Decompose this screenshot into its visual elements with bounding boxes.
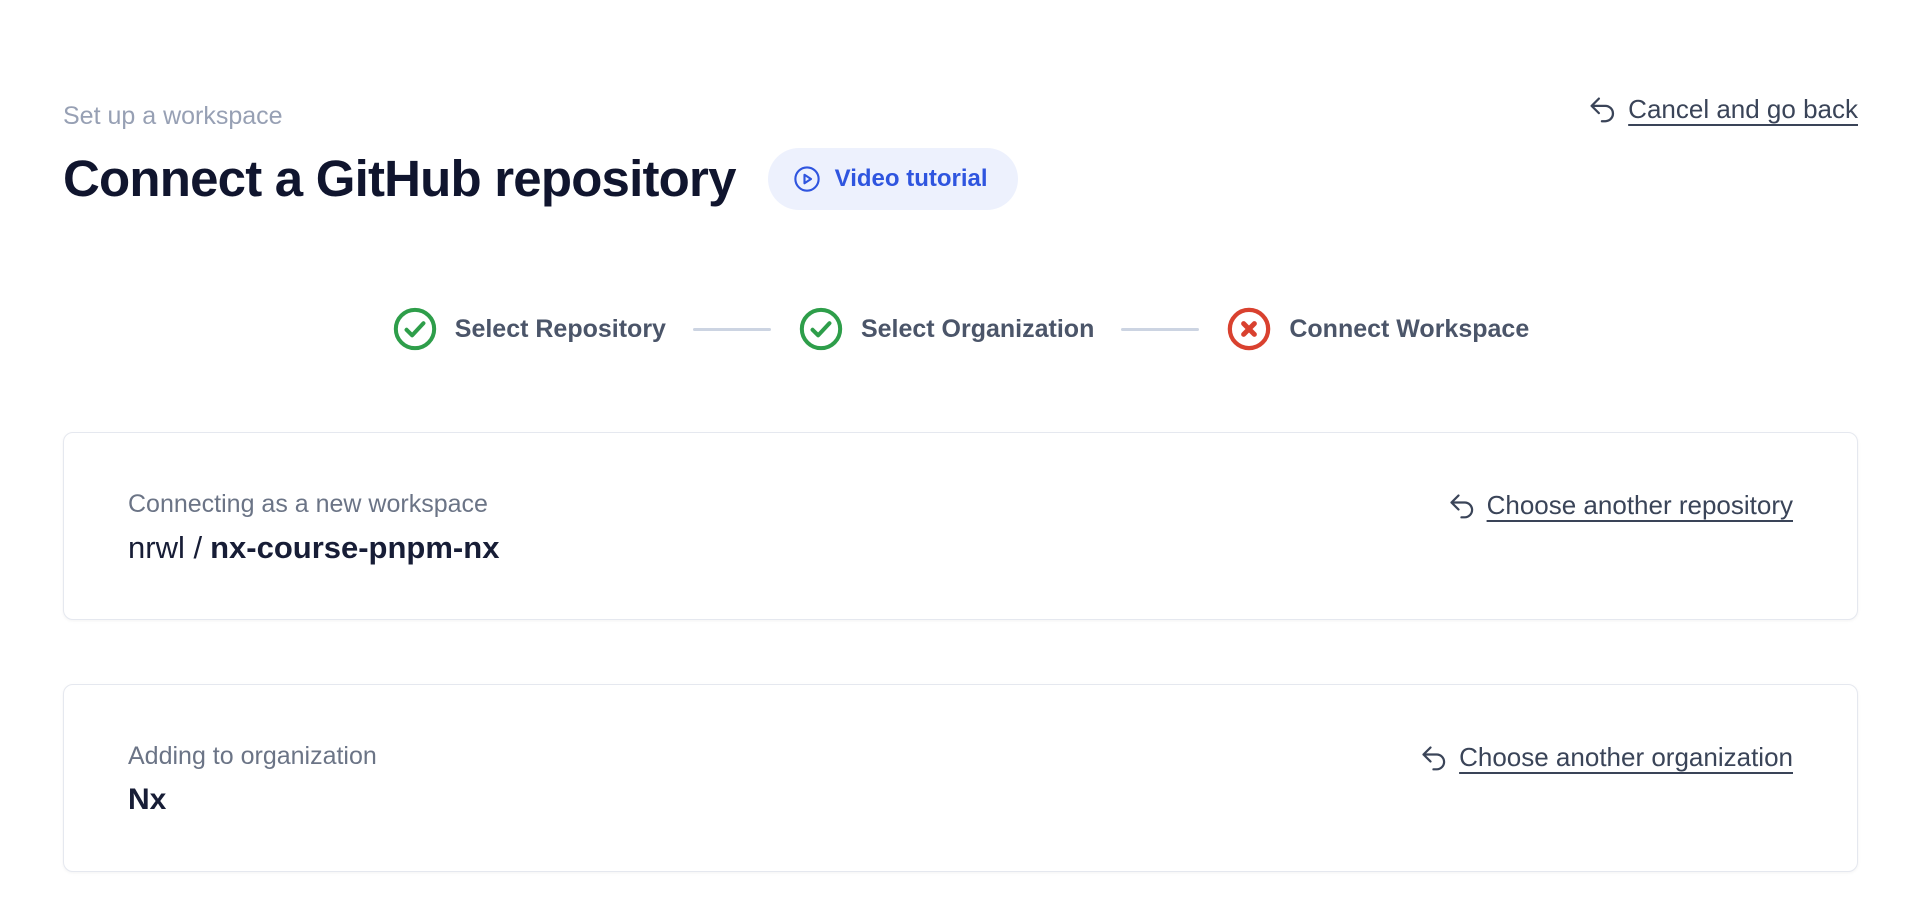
- arrow-uturn-left-icon: [1420, 744, 1448, 772]
- organization-card: Adding to organization Nx Choose another…: [63, 684, 1858, 872]
- repository-card: Connecting as a new workspace nrwl /nx-c…: [63, 432, 1858, 620]
- progress-stepper: Select Repository Select Organization Co…: [63, 306, 1858, 352]
- title-row: Connect a GitHub repository Video tutori…: [63, 148, 1018, 210]
- selection-cards: Connecting as a new workspace nrwl /nx-c…: [63, 432, 1858, 872]
- stepper-connector: [1121, 327, 1200, 331]
- page-header: Set up a workspace Connect a GitHub repo…: [63, 0, 1858, 210]
- organization-name: Nx: [128, 783, 167, 816]
- repository-card-label: Connecting as a new workspace: [128, 490, 488, 518]
- stepper-connector: [692, 327, 771, 331]
- step-label: Select Organization: [860, 314, 1095, 343]
- step-label: Connect Workspace: [1289, 314, 1530, 343]
- video-tutorial-button[interactable]: Video tutorial: [767, 148, 1018, 210]
- repository-card-value: nrwl /nx-course-pnpm-nx: [128, 529, 499, 567]
- video-tutorial-label: Video tutorial: [834, 165, 988, 192]
- cancel-link-label: Cancel and go back: [1628, 94, 1858, 124]
- cancel-and-go-back-link[interactable]: Cancel and go back: [1588, 94, 1858, 125]
- check-circle-icon: [392, 306, 438, 352]
- step-select-repository: Select Repository: [392, 306, 666, 352]
- step-label: Select Repository: [454, 314, 666, 343]
- arrow-uturn-left-icon: [1588, 95, 1617, 124]
- x-circle-icon: [1226, 306, 1272, 352]
- choose-another-organization-link[interactable]: Choose another organization: [1420, 742, 1793, 773]
- page-title: Connect a GitHub repository: [63, 150, 736, 207]
- repository-card-info: Connecting as a new workspace nrwl /nx-c…: [128, 489, 499, 567]
- arrow-uturn-left-icon: [1448, 492, 1476, 520]
- step-select-organization: Select Organization: [798, 306, 1094, 352]
- choose-another-repository-label: Choose another repository: [1486, 490, 1793, 520]
- repository-owner: nrwl /: [128, 530, 203, 565]
- organization-card-info: Adding to organization Nx: [128, 741, 377, 819]
- organization-card-label: Adding to organization: [128, 742, 377, 770]
- choose-another-organization-label: Choose another organization: [1459, 742, 1793, 772]
- check-circle-icon: [798, 306, 844, 352]
- eyebrow-label: Set up a workspace: [63, 102, 283, 130]
- header-left: Set up a workspace Connect a GitHub repo…: [63, 92, 1018, 210]
- repository-name: nx-course-pnpm-nx: [210, 530, 500, 565]
- step-connect-workspace: Connect Workspace: [1226, 306, 1529, 352]
- choose-another-repository-link[interactable]: Choose another repository: [1448, 490, 1793, 521]
- play-circle-icon: [792, 164, 822, 194]
